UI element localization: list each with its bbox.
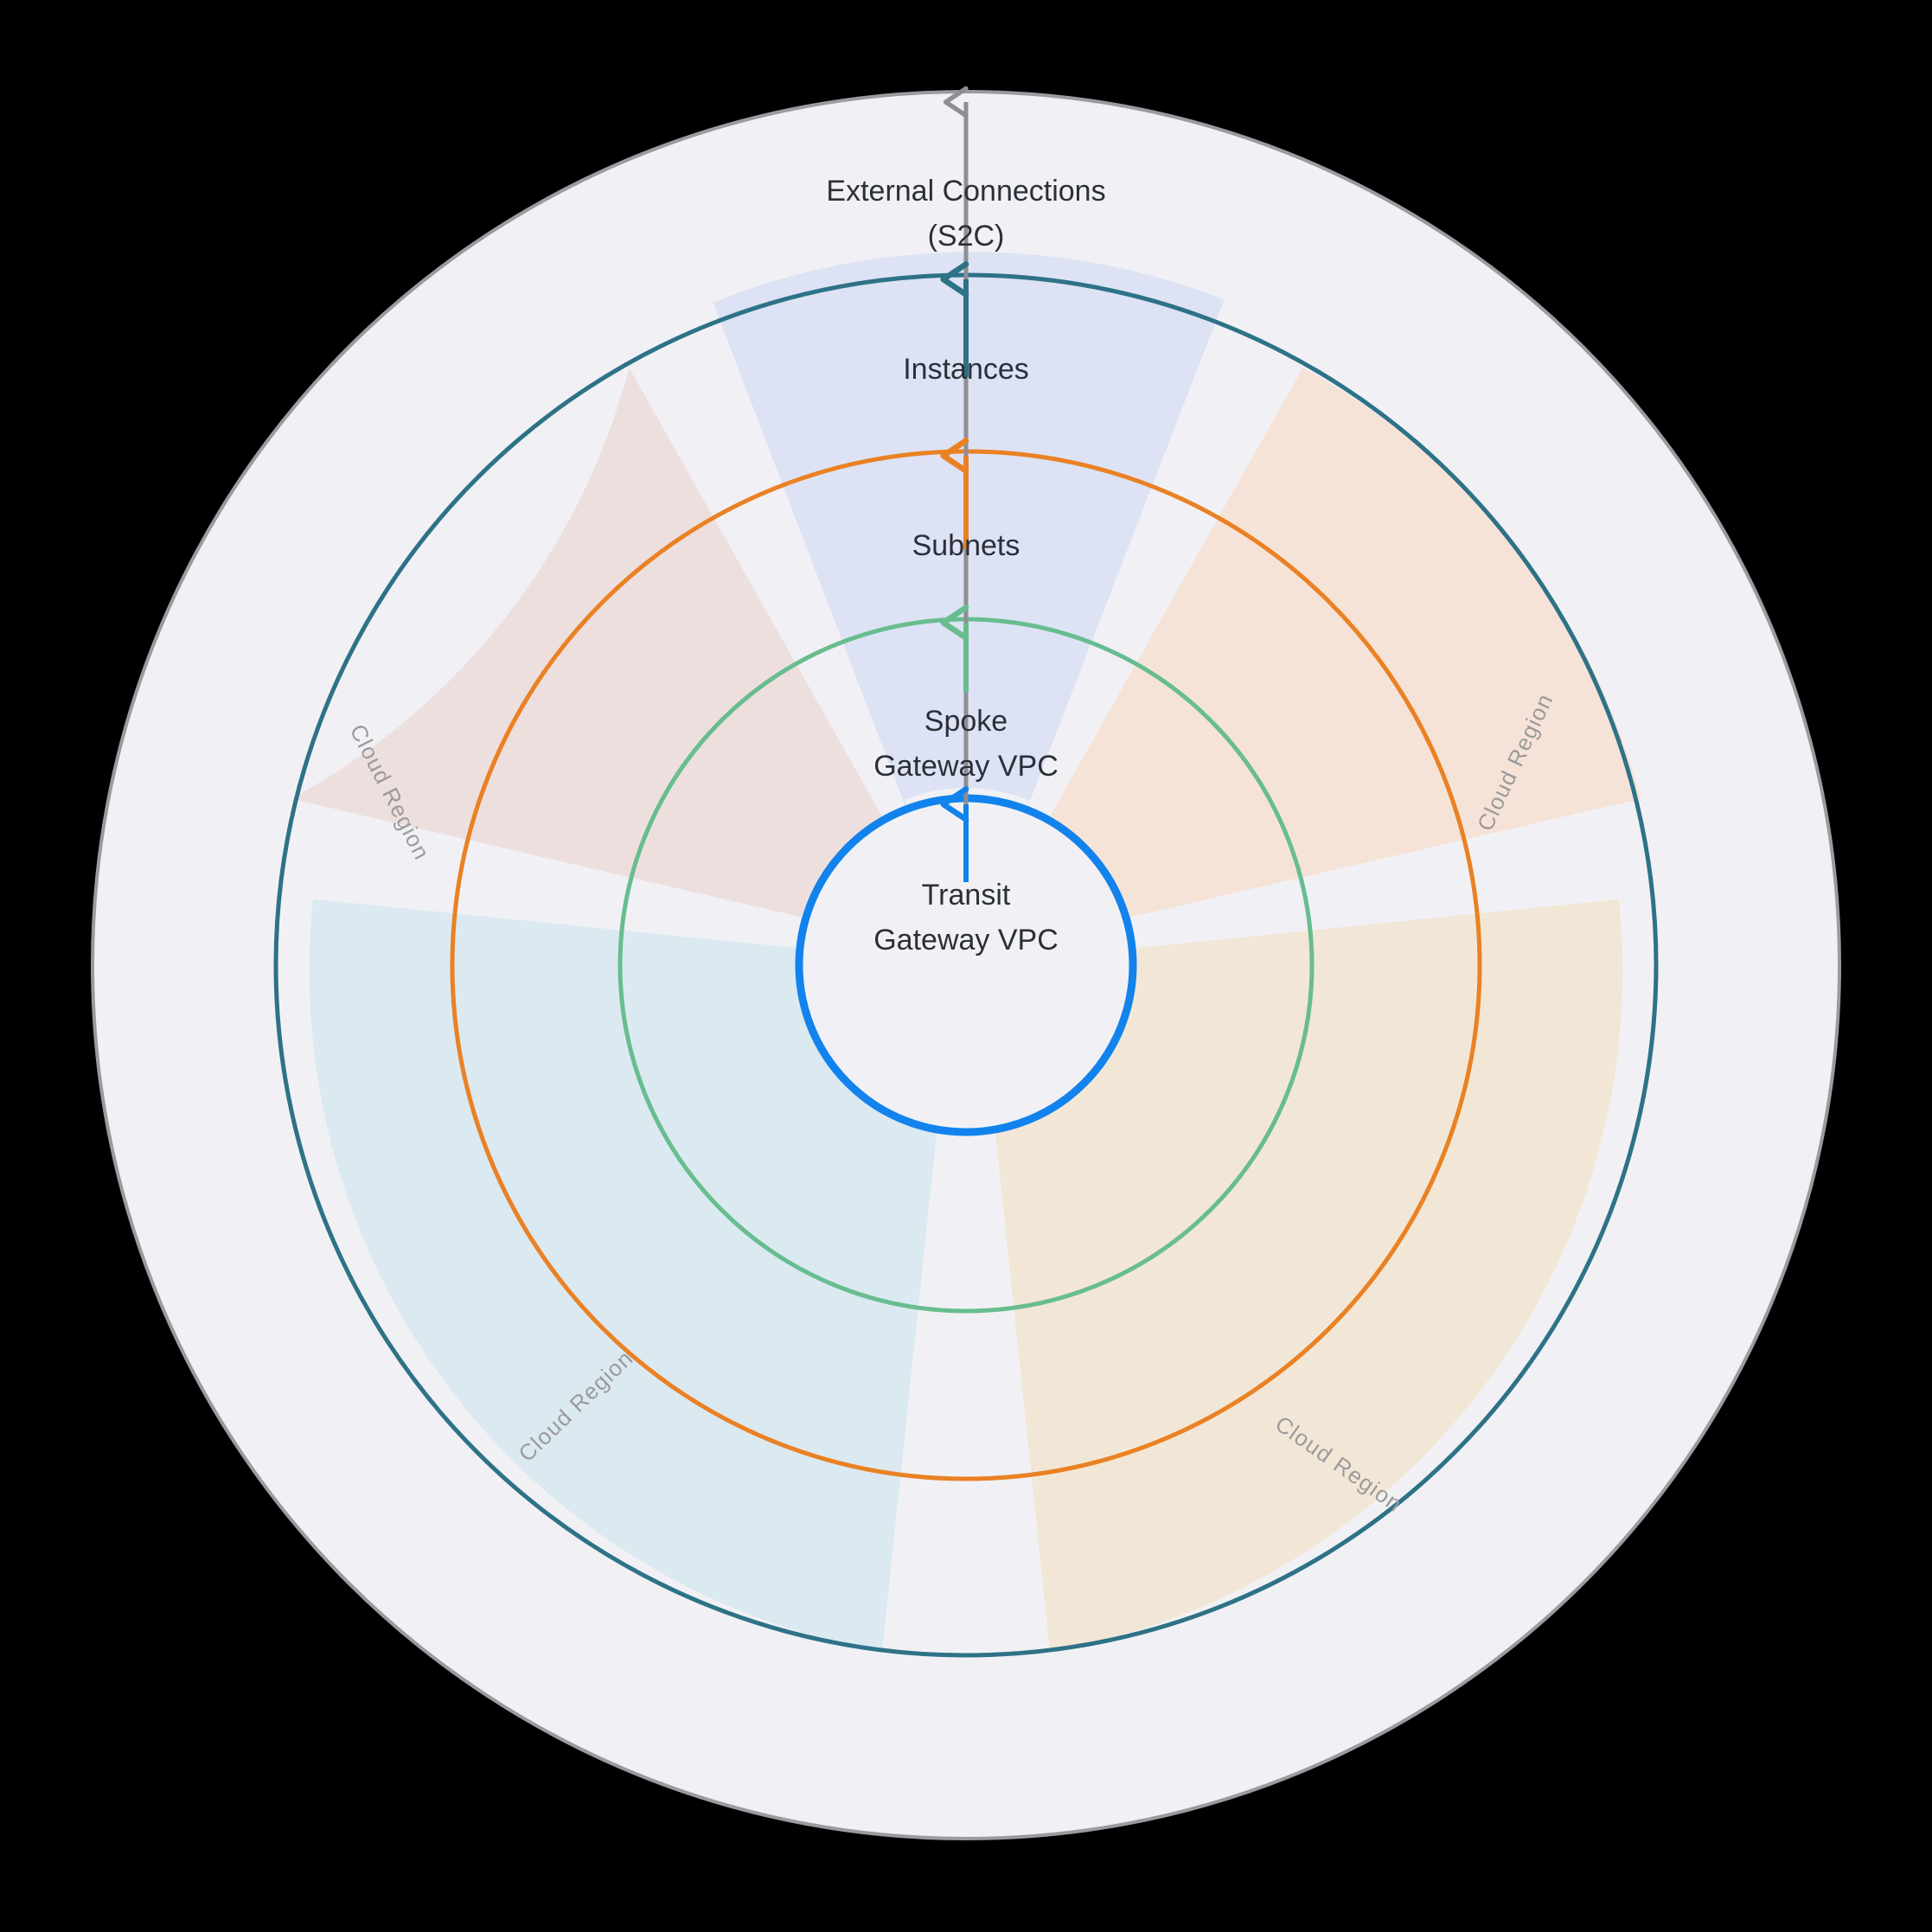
transit-gateway-label-line1: Transit — [922, 879, 1011, 912]
transit-gateway-label-line2: Gateway VPC — [873, 924, 1059, 956]
sector-lower-left — [309, 899, 966, 1652]
spoke-gateway-label-line1: Spoke — [924, 705, 1008, 738]
sector-lower-right — [966, 899, 1623, 1652]
sector-upper-left — [291, 368, 966, 965]
sector-upper-right — [966, 368, 1641, 965]
spoke-gateway-label-line2: Gateway VPC — [873, 750, 1059, 783]
external-connections-label-line1: External Connections — [826, 175, 1105, 208]
instances-label: Instances — [903, 353, 1029, 386]
external-connections-label-line2: (S2C) — [928, 220, 1005, 253]
subnets-label: Subnets — [912, 529, 1020, 562]
